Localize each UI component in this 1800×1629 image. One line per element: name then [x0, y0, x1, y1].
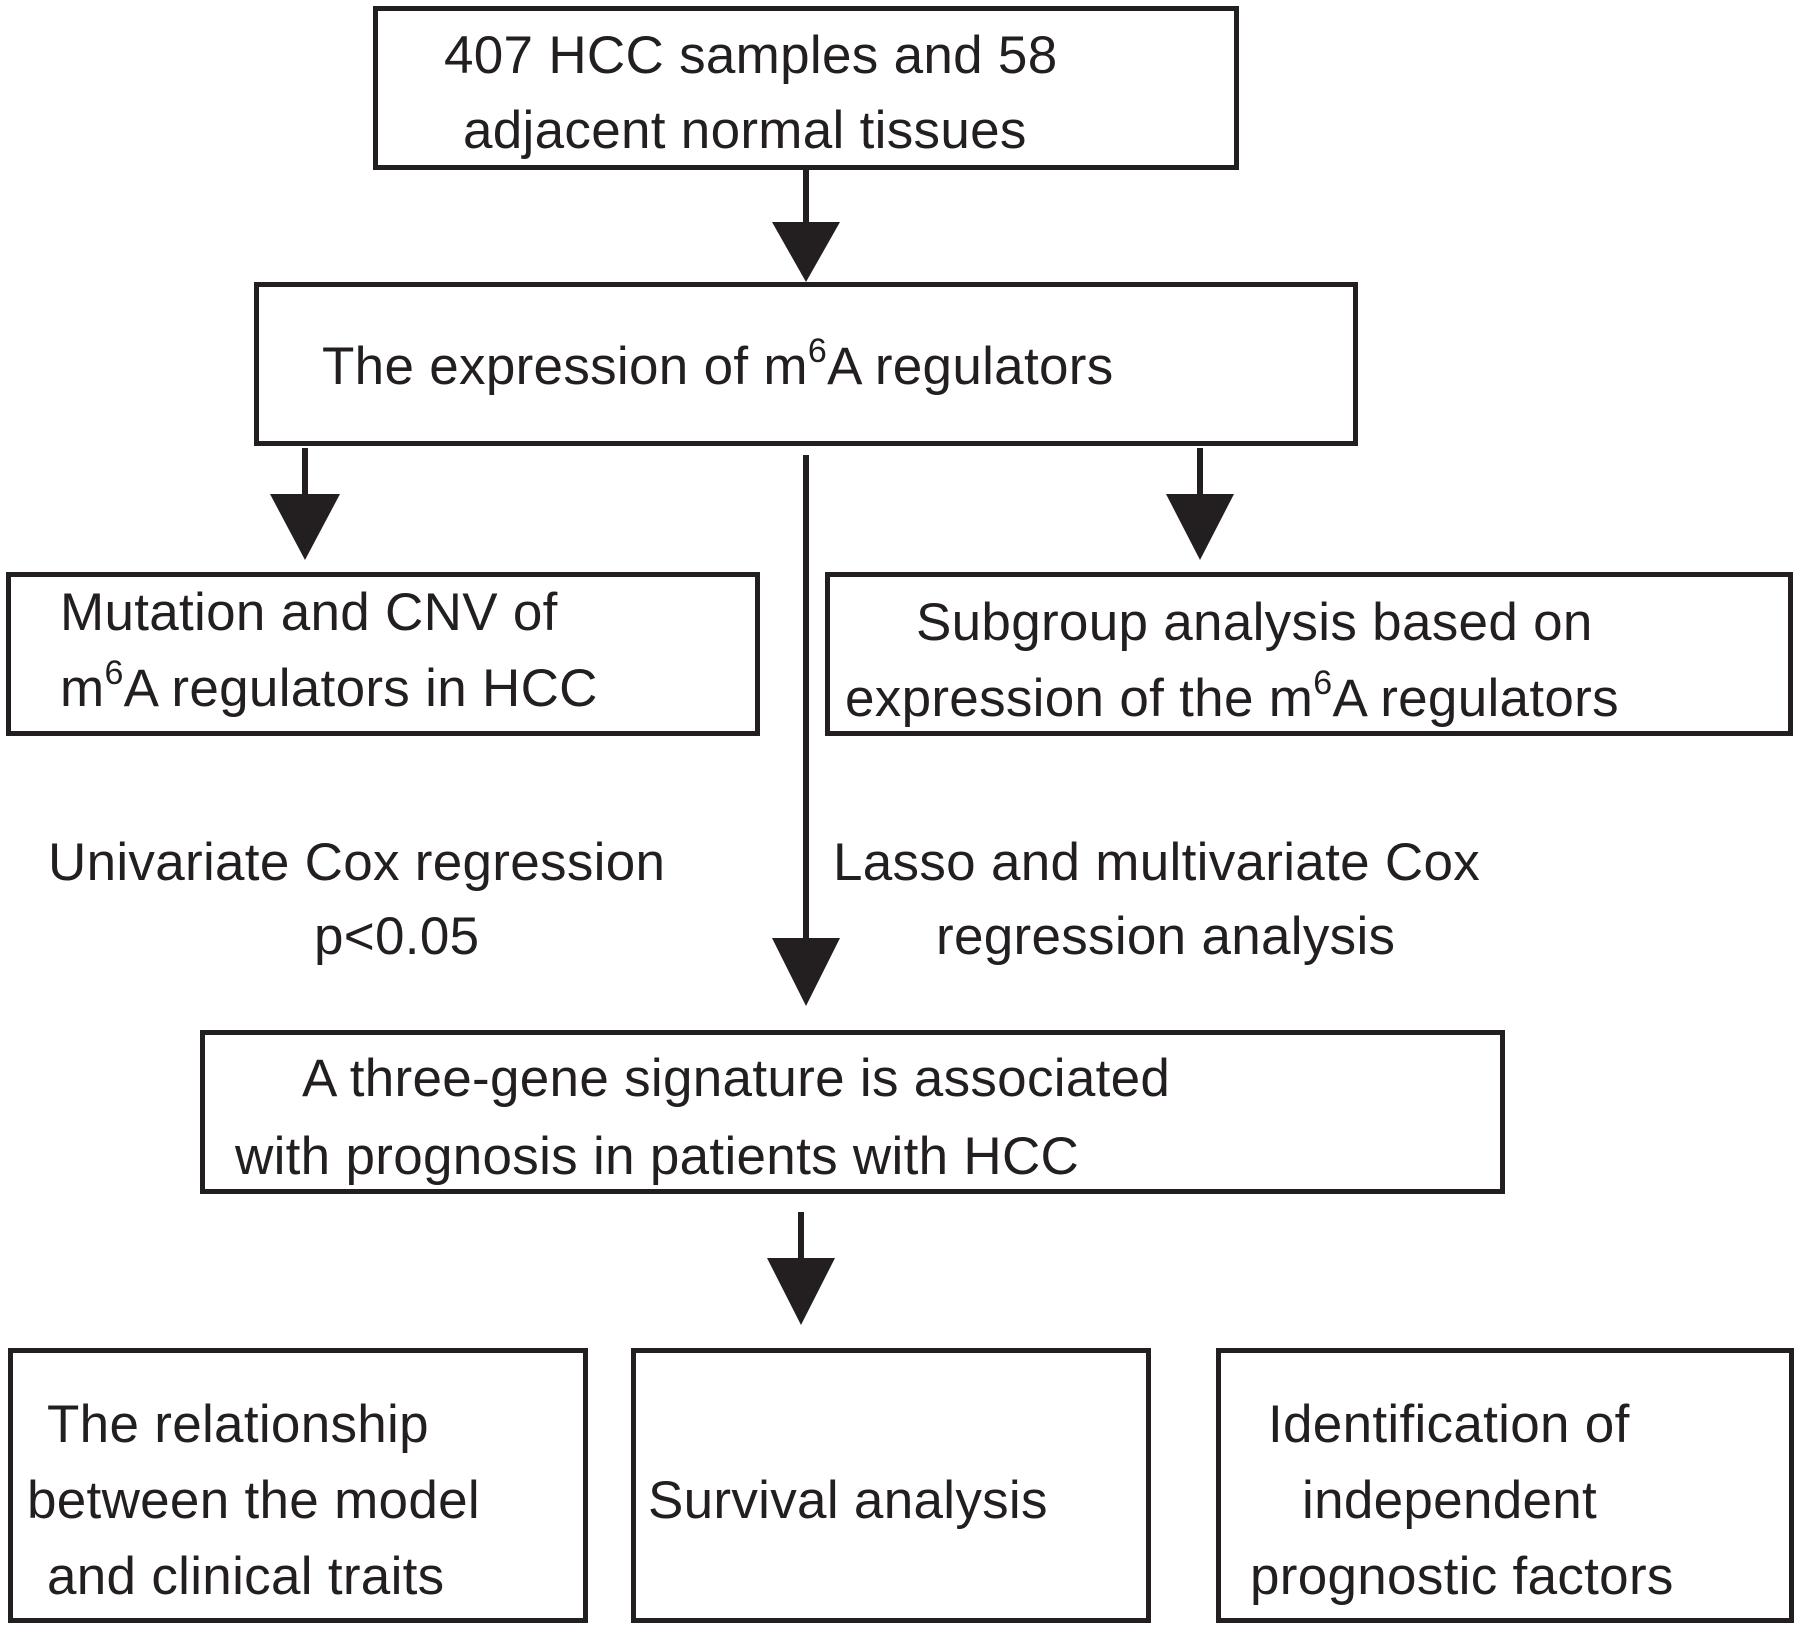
signature-box	[200, 1030, 1505, 1194]
arrowhead-1	[772, 222, 840, 282]
subgroup-line1: Subgroup analysis based on	[916, 593, 1593, 652]
signature-line2: with prognosis in patients with HCC	[235, 1127, 1080, 1186]
subgroup-line2: expression of the m6A regulators	[845, 664, 1619, 728]
edge-label-left-line1: Univariate Cox regression	[48, 833, 666, 892]
arrowhead-5	[767, 1258, 835, 1325]
relationship-box	[8, 1348, 588, 1623]
samples-box	[373, 6, 1239, 170]
signature-line1: A three-gene signature is associated	[302, 1049, 1171, 1108]
relationship-line2: between the model	[27, 1471, 480, 1530]
survival-label: Survival analysis	[648, 1471, 1048, 1530]
relationship-line3: and clinical traits	[47, 1547, 445, 1606]
edge-label-right-line1: Lasso and multivariate Cox	[833, 833, 1481, 892]
mutation-line1: Mutation and CNV of	[60, 583, 558, 642]
independent-box	[1216, 1348, 1794, 1623]
independent-line3: prognostic factors	[1250, 1547, 1674, 1606]
survival-box	[631, 1348, 1151, 1623]
expression-box	[254, 282, 1358, 446]
subgroup-box	[825, 572, 1793, 736]
expression-label: The expression of m6A regulators	[322, 332, 1114, 396]
independent-line1: Identification of	[1268, 1395, 1630, 1454]
samples-line2: adjacent normal tissues	[463, 101, 1027, 160]
mutation-line2: m6A regulators in HCC	[60, 654, 598, 718]
edge-label-left-line2: p<0.05	[314, 907, 480, 966]
edge-label-right-line2: regression analysis	[936, 907, 1396, 966]
samples-line1: 407 HCC samples and 58	[444, 26, 1058, 85]
mutation-box	[6, 572, 760, 736]
arrowhead-2	[270, 494, 340, 560]
independent-line2: independent	[1302, 1471, 1598, 1530]
arrowhead-3	[1166, 494, 1234, 560]
arrowhead-4	[772, 938, 840, 1006]
relationship-line1: The relationship	[47, 1395, 429, 1454]
